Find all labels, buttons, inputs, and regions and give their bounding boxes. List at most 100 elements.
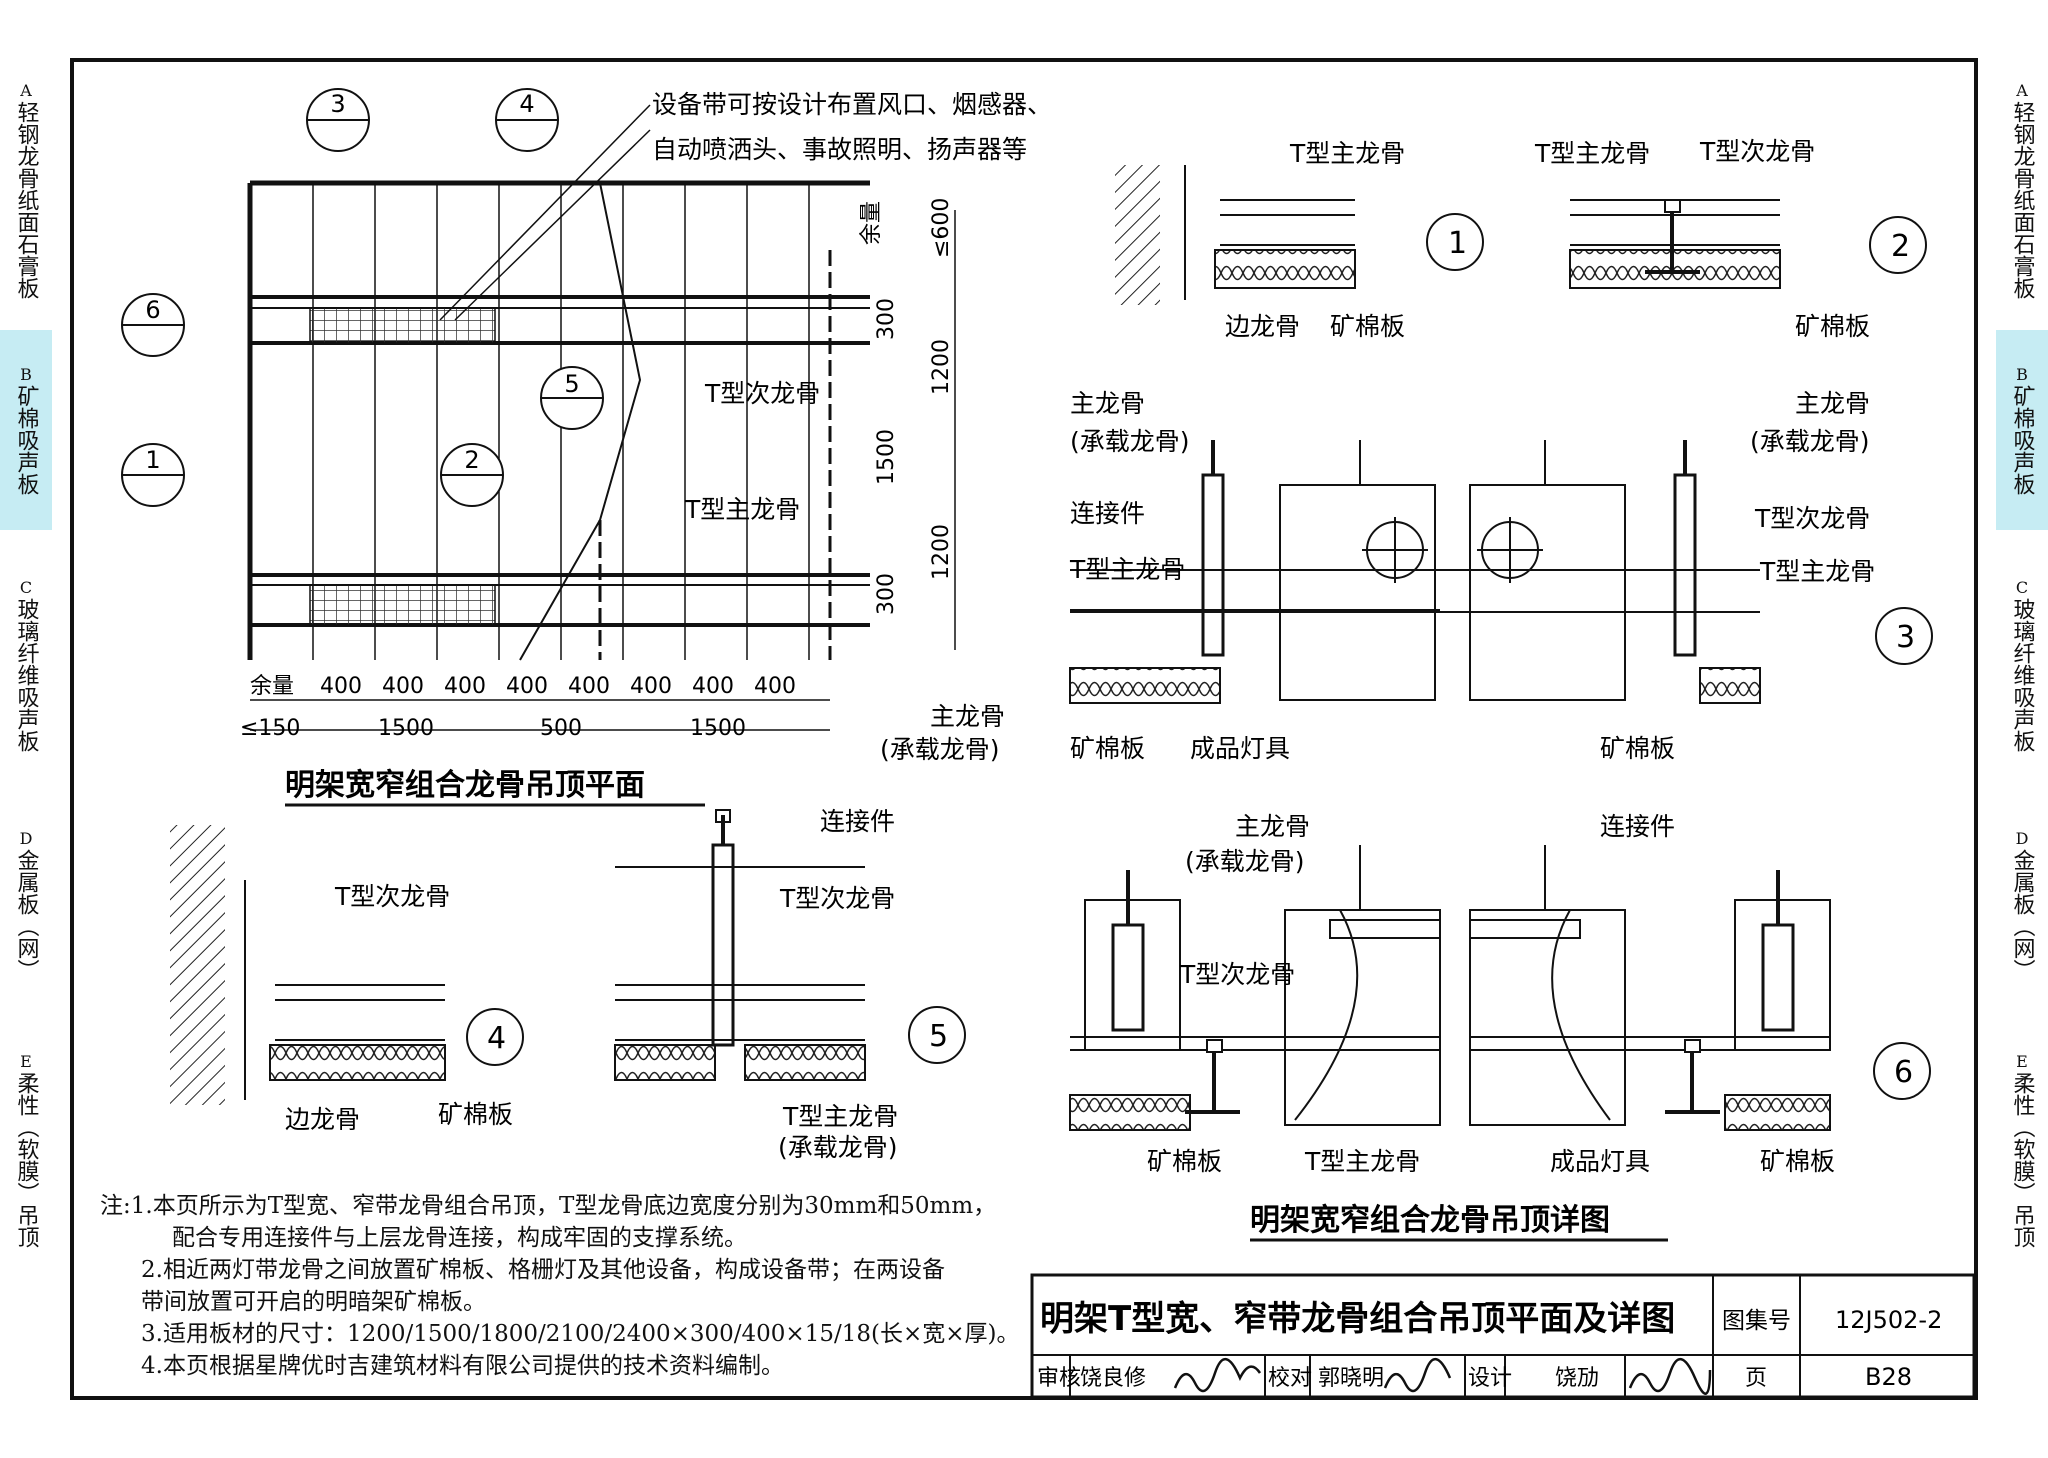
plan-dimensions: 余量 400 400 400 400 400 400 400 400 ≤150 … [240, 198, 954, 741]
atlas-number: 12J502-2 [1835, 1306, 1942, 1334]
d6-label-6: 连接件 [1600, 812, 1675, 841]
plan-markers [121, 88, 604, 507]
plan-label-t-sub: T型次龙骨 [704, 379, 820, 408]
d2-label-1: T型主龙骨 [1534, 139, 1650, 168]
marker-1: 1 [145, 446, 160, 474]
note-1: 注:1.本页所示为T型宽、窄带龙骨组合吊顶，T型龙骨底边宽度分别为30mm和50… [100, 1193, 997, 1219]
dim-h-0: 余量 [250, 674, 294, 699]
detail-5-number: 5 [929, 1019, 948, 1054]
d3-right-1: 主龙骨 [1795, 389, 1870, 418]
detail-6-number: 6 [1894, 1055, 1913, 1090]
notes: 注:1.本页所示为T型宽、窄带龙骨组合吊顶，T型龙骨底边宽度分别为30mm和50… [100, 1190, 1019, 1382]
dim-v-5: 300 [874, 573, 899, 615]
d5-label-2: T型次龙骨 [779, 884, 895, 913]
dim-v-1: 300 [874, 298, 899, 340]
d3-label-2: (承载龙骨) [1070, 427, 1190, 456]
note-2-cont: 带间放置可开启的明暗架矿棉板。 [141, 1289, 486, 1315]
detail-2 [1569, 199, 1927, 289]
d6-label-1: 主龙骨 [1235, 812, 1310, 841]
plan-callout-2: 自动喷洒头、事故照明、扬声器等 [652, 135, 1027, 164]
d3-right-3: T型次龙骨 [1754, 504, 1870, 533]
detail-1-number: 1 [1448, 226, 1467, 261]
d2-label-3: 矿棉板 [1795, 312, 1870, 341]
atlas-label: 图集号 [1722, 1308, 1791, 1334]
check-label: 校对 [1268, 1366, 1312, 1391]
note-2: 2.相近两灯带龙骨之间放置矿棉板、格栅灯及其他设备，构成设备带；在两设备 [141, 1257, 945, 1283]
plan-label-t-main: T型主龙骨 [684, 495, 800, 524]
detail-6-labels: 6 主龙骨 (承载龙骨) T型次龙骨 矿棉板 T型主龙骨 连接件 成品灯具 矿棉… [1147, 812, 1913, 1176]
detail-1 [1115, 165, 1484, 305]
d3-label-4: T型主龙骨 [1069, 555, 1185, 584]
d4-label-1: T型次龙骨 [334, 882, 450, 911]
dim-v-3: 1500 [874, 429, 899, 485]
details-title: 明架宽窄组合龙骨吊顶详图 [1250, 1203, 1610, 1238]
signatures [1173, 1358, 1712, 1395]
detail-6 [1069, 845, 1931, 1131]
reviewer: 饶良修 [1080, 1366, 1146, 1391]
d3-label-6: 成品灯具 [1190, 734, 1290, 763]
dim-h2-1: 1500 [378, 716, 434, 741]
d6-label-2: (承载龙骨) [1185, 847, 1305, 876]
marker-6: 6 [145, 296, 160, 324]
dim-h-1: 400 [320, 674, 362, 699]
plan-marker-labels: 3 4 6 5 1 2 [145, 90, 579, 474]
drawing-title: 明架T型宽、窄带龙骨组合吊顶平面及详图 [1040, 1299, 1675, 1339]
title-block-text: 明架T型宽、窄带龙骨组合吊顶平面及详图 图集号 12J502-2 审核 饶良修 … [1037, 1299, 1942, 1391]
note-3: 3.适用板材的尺寸：1200/1500/1800/2100/2400×300/4… [141, 1321, 1020, 1347]
detail-4 [170, 825, 524, 1105]
dim-v-4: 1200 [929, 524, 954, 580]
dim-h-6: 400 [630, 674, 672, 699]
drawing-frame [70, 58, 1978, 1400]
detail-5 [614, 809, 966, 1081]
marker-5: 5 [564, 370, 579, 398]
page-number: B28 [1865, 1363, 1912, 1391]
detail-3-number: 3 [1896, 620, 1915, 655]
ceiling-plan [247, 104, 956, 731]
design-label: 设计 [1468, 1366, 1512, 1391]
plan-callout: 设备带可按设计布置风口、烟感器、 [652, 90, 1052, 119]
d6-label-8: 矿棉板 [1760, 1147, 1835, 1176]
detail-2-labels: 2 T型主龙骨 T型次龙骨 矿棉板 [1534, 137, 1910, 341]
d1-label-2: 边龙骨 [1225, 312, 1300, 341]
dim-h-3: 400 [444, 674, 486, 699]
marker-4: 4 [519, 90, 534, 118]
marker-2: 2 [464, 446, 479, 474]
detail-3 [1069, 440, 1933, 704]
plan-label-main: 主龙骨 [930, 702, 1005, 731]
d1-label-3: 矿棉板 [1330, 312, 1405, 341]
dim-h-5: 400 [568, 674, 610, 699]
dim-h2-3: 1500 [690, 716, 746, 741]
dim-h-4: 400 [506, 674, 548, 699]
checker: 郭晓明 [1318, 1366, 1384, 1391]
d3-label-3: 连接件 [1070, 499, 1145, 528]
note-1-cont: 配合专用连接件与上层龙骨连接，构成牢固的支撑系统。 [172, 1225, 747, 1251]
dim-top-margin: 余量 [859, 201, 884, 245]
d3-label-5: 矿棉板 [1070, 734, 1145, 763]
d3-label-1: 主龙骨 [1070, 389, 1145, 418]
d2-label-2: T型次龙骨 [1699, 137, 1815, 166]
dim-h-7: 400 [692, 674, 734, 699]
detail-3-labels: 3 主龙骨 (承载龙骨) 连接件 T型主龙骨 矿棉板 成品灯具 主龙骨 (承载龙… [1069, 389, 1915, 763]
note-4: 4.本页根据星牌优时吉建筑材料有限公司提供的技术资料编制。 [141, 1353, 784, 1379]
page-label: 页 [1745, 1366, 1767, 1391]
d5-label-3: T型主龙骨 [782, 1102, 898, 1131]
d4-label-2: 边龙骨 [285, 1105, 360, 1134]
detail-5-labels: 5 连接件 T型次龙骨 T型主龙骨 (承载龙骨) [778, 807, 948, 1162]
detail-2-number: 2 [1891, 229, 1910, 264]
d6-label-3: T型次龙骨 [1179, 960, 1295, 989]
d4-label-3: 矿棉板 [438, 1100, 513, 1129]
d6-label-4: 矿棉板 [1147, 1147, 1222, 1176]
detail-4-number: 4 [487, 1021, 506, 1056]
plan-label-main-sub: (承载龙骨) [880, 735, 1000, 764]
